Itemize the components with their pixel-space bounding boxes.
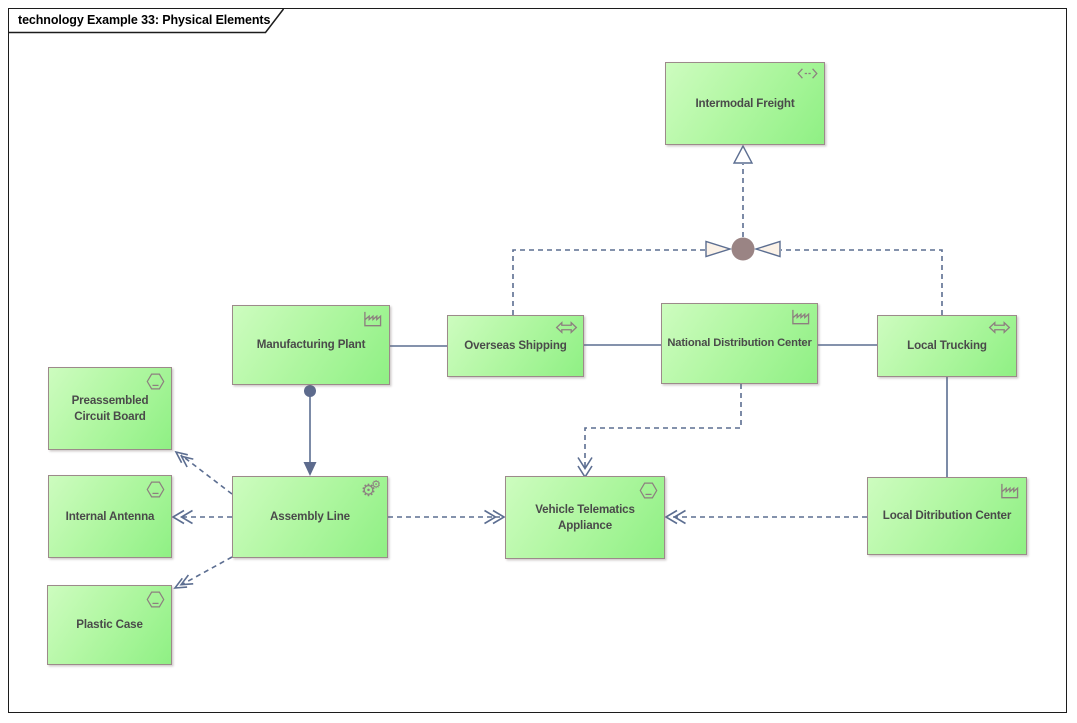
distribution-network-icon	[555, 320, 578, 335]
title-tab-outline	[8, 8, 285, 34]
node-label: National Distribution Center	[667, 336, 812, 349]
facility-icon	[998, 482, 1021, 501]
node-local-trucking[interactable]: Local Trucking	[877, 315, 1017, 377]
node-local-ditribution-center[interactable]: Local Ditribution Center	[867, 477, 1027, 555]
assignment-arrowhead	[303, 462, 317, 476]
node-label: Plastic Case	[76, 618, 143, 632]
node-vehicle-telematics-appliance[interactable]: Vehicle Telematics Appliance	[505, 476, 665, 559]
node-assembly-line[interactable]: ⚙⚙ Assembly Line	[232, 476, 388, 558]
node-overseas-shipping[interactable]: Overseas Shipping	[447, 315, 584, 377]
connector-access-al-vta[interactable]	[388, 509, 506, 525]
material-icon	[145, 590, 166, 609]
node-internal-antenna[interactable]: Internal Antenna	[48, 475, 172, 558]
node-intermodal-freight[interactable]: Intermodal Freight	[665, 62, 825, 145]
connector-access-al-pcb[interactable]	[174, 450, 233, 495]
connector-realization-junction-if[interactable]	[732, 144, 754, 237]
connector-realization-os-junction[interactable]	[512, 240, 733, 316]
facility-icon	[361, 310, 384, 329]
realization-arrowhead	[753, 240, 781, 258]
connector-access-al-pc[interactable]	[173, 556, 233, 589]
connector-assignment-mp-al[interactable]	[303, 385, 317, 476]
equipment-icon: ⚙⚙	[360, 478, 381, 501]
path-icon	[796, 67, 819, 80]
node-plastic-case[interactable]: Plastic Case	[47, 585, 172, 665]
node-label: Internal Antenna	[65, 509, 155, 523]
node-label: Overseas Shipping	[464, 339, 567, 353]
distribution-network-icon	[988, 320, 1011, 335]
realization-arrowhead	[705, 240, 733, 258]
diagram-frame	[8, 8, 1067, 713]
facility-icon	[789, 308, 812, 327]
and-junction[interactable]	[731, 237, 755, 261]
diagram-title: technology Example 33: Physical Elements	[18, 13, 271, 27]
connector-access-al-ia[interactable]	[171, 509, 232, 525]
material-icon	[145, 372, 166, 391]
material-icon	[638, 481, 659, 500]
node-label: Assembly Line	[270, 510, 350, 524]
realization-arrowhead	[732, 144, 754, 164]
connector-access-ldc-vta[interactable]	[664, 509, 867, 525]
node-label: Local Trucking	[907, 339, 987, 353]
node-label: Intermodal Freight	[695, 96, 795, 110]
node-label: Preassembled Circuit Board	[71, 393, 149, 423]
node-national-distribution-center[interactable]: National Distribution Center	[661, 303, 818, 384]
connector-realization-lt-junction[interactable]	[753, 240, 943, 316]
assignment-ball	[304, 385, 316, 397]
node-label: Manufacturing Plant	[256, 338, 366, 352]
node-preassembled-circuit-board[interactable]: Preassembled Circuit Board	[48, 367, 172, 450]
node-label: Local Ditribution Center	[882, 509, 1012, 523]
connector-access-ndc-vta[interactable]	[577, 384, 742, 479]
node-label: Vehicle Telematics Appliance	[535, 502, 635, 532]
material-icon	[145, 480, 166, 499]
node-manufacturing-plant[interactable]: Manufacturing Plant	[232, 305, 390, 385]
